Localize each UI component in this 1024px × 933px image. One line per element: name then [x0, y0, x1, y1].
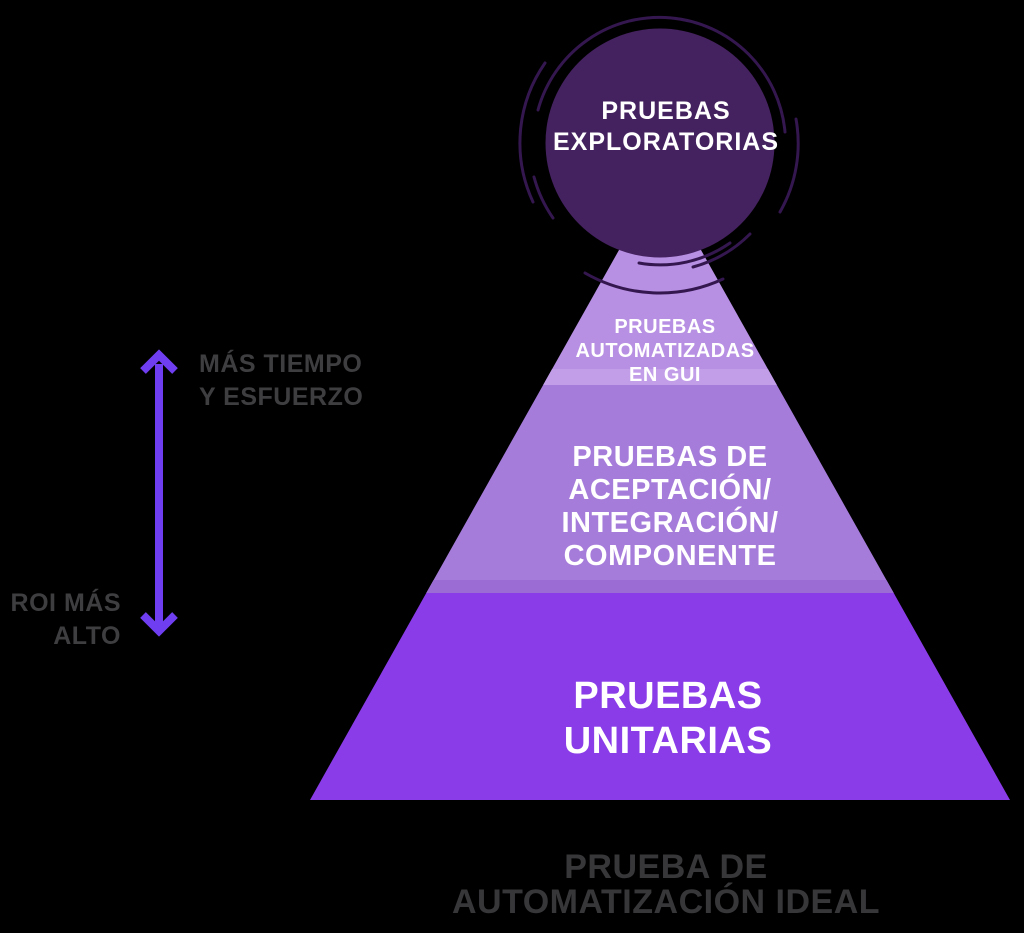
gui-level-label: PRUEBAS AUTOMATIZADAS EN GUI [575, 316, 755, 386]
level-divider-band-acceptance [310, 580, 1010, 593]
time-effort-label: MÁS TIEMPO Y ESFUERZO [199, 350, 364, 411]
bubble-label: PRUEBAS EXPLORATORIAS [553, 97, 779, 156]
arrow-head-up-icon [140, 349, 178, 374]
arrow-head-down-icon [140, 612, 178, 637]
effort-roi-arrow [140, 349, 178, 637]
bubble-arcs [518, 15, 800, 295]
bubble-arc [532, 175, 555, 220]
bubble-arc [778, 117, 800, 214]
bubble-arc [518, 61, 547, 204]
bubble-arc [583, 271, 725, 295]
unit-level-label: PRUEBAS UNITARIAS [563, 675, 773, 762]
bubble-arc [691, 232, 752, 269]
bubble-arc [637, 241, 732, 267]
acceptance-level-label: PRUEBAS DE ACEPTACIÓN/ INTEGRACIÓN/ COMP… [561, 441, 779, 572]
ideal-automation-caption: PRUEBA DE AUTOMATIZACIÓN IDEAL [451, 848, 881, 921]
bubble-circle [545, 28, 775, 258]
roi-label: ROI MÁS ALTO [10, 589, 121, 650]
pyramid-level-unit [310, 593, 1010, 800]
bubble-arc [536, 15, 787, 134]
